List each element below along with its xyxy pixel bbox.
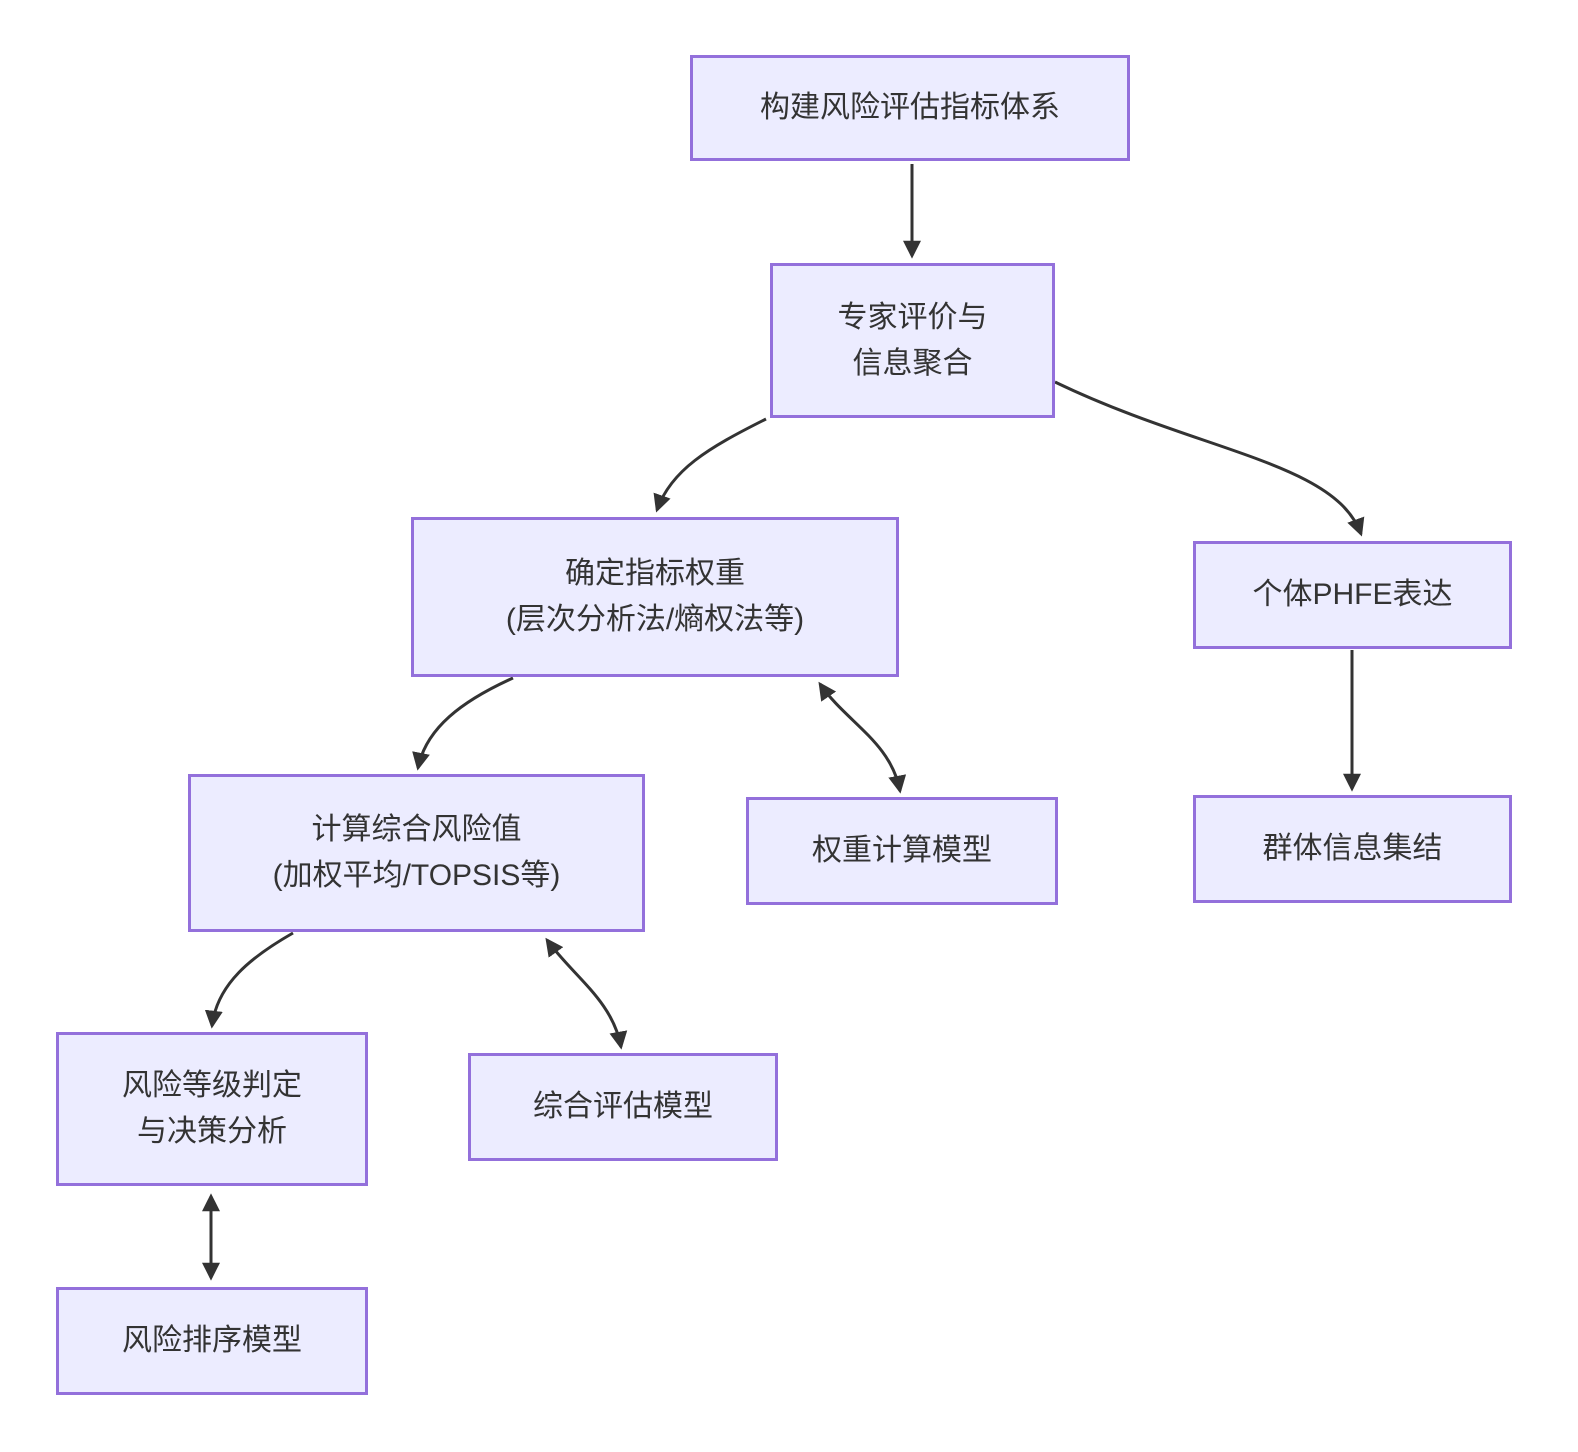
node-group-aggregation: 群体信息集结	[1193, 795, 1512, 903]
node-label: 综合评估模型	[533, 1090, 713, 1123]
node-build-index-system: 构建风险评估指标体系	[690, 55, 1130, 161]
node-label: 与决策分析	[137, 1115, 287, 1148]
node-weight-model: 权重计算模型	[746, 797, 1058, 905]
node-label: 计算综合风险值	[311, 813, 522, 846]
edge-riskvalue-assessment-bidir	[545, 937, 628, 1050]
node-label: 个体PHFE表达	[1252, 578, 1453, 611]
node-individual-phfe: 个体PHFE表达	[1193, 541, 1512, 649]
node-label: 权重计算模型	[812, 834, 992, 867]
node-label: 确定指标权重	[565, 557, 745, 590]
node-compute-risk-value: 计算综合风险值 (加权平均/TOPSIS等)	[188, 774, 645, 932]
edge-expert-to-weights	[653, 417, 767, 513]
edge-riskvalue-to-grade	[204, 931, 294, 1029]
node-label: 信息聚合	[852, 346, 973, 380]
node-risk-grade-decision: 风险等级判定 与决策分析	[56, 1032, 368, 1186]
node-ranking-model: 风险排序模型	[56, 1287, 368, 1395]
edge-weights-to-riskvalue	[412, 676, 514, 771]
edge-expert-to-phfe	[1054, 380, 1365, 537]
node-label: 构建风险评估指标体系	[760, 91, 1060, 124]
node-label: 群体信息集结	[1262, 832, 1443, 865]
edge-weights-weightmodel-bidir	[818, 681, 907, 794]
node-determine-weights: 确定指标权重 (层次分析法/熵权法等)	[411, 517, 899, 677]
node-label: 专家评价与	[837, 300, 988, 334]
node-label: (层次分析法/熵权法等)	[505, 603, 805, 636]
node-label: 风险排序模型	[122, 1324, 302, 1357]
node-label: 风险等级判定	[122, 1069, 302, 1102]
node-assessment-model: 综合评估模型	[468, 1053, 778, 1161]
node-label: (加权平均/TOPSIS等)	[272, 859, 561, 892]
node-expert-evaluation: 专家评价与 信息聚合	[770, 263, 1055, 418]
